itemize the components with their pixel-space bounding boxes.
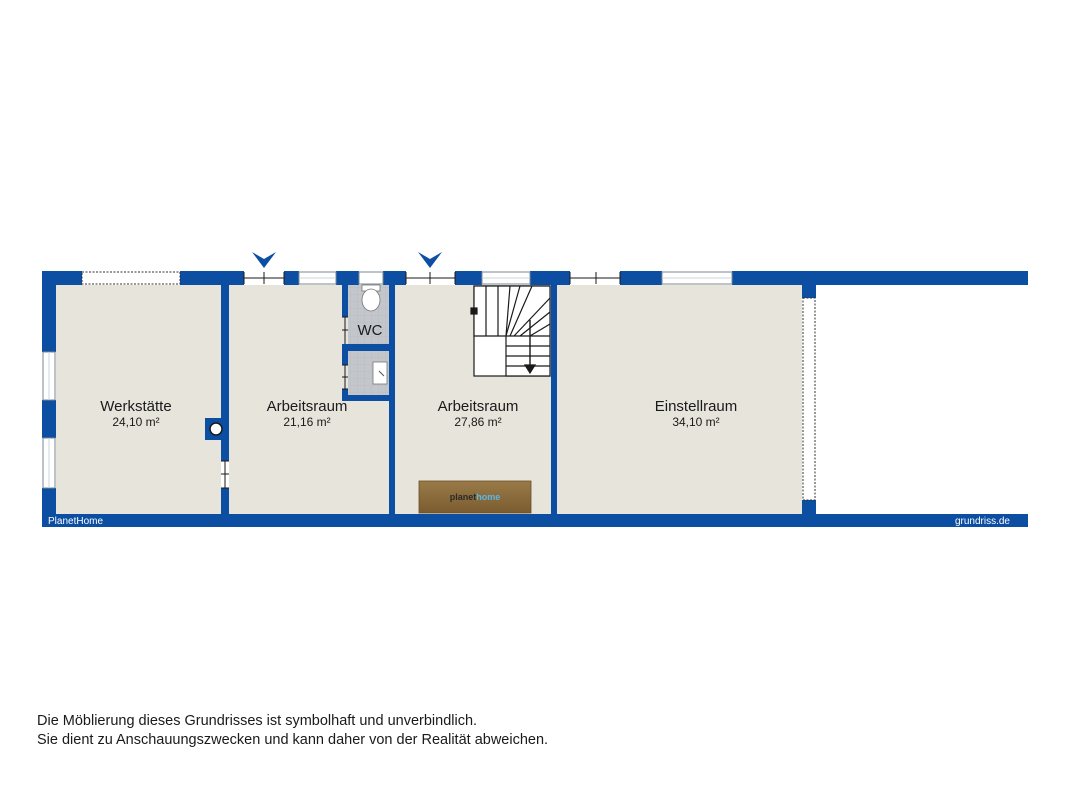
entrance-arrow-icon (418, 252, 442, 268)
room-name: Arbeitsraum (267, 398, 348, 415)
room-name: Einstellraum (655, 398, 738, 415)
room-area: 27,86 m² (454, 415, 501, 429)
svg-text:planethome: planethome (450, 492, 501, 502)
logo-text-b: home (476, 492, 500, 502)
disclaimer-line-1: Die Möblierung dieses Grundrisses ist sy… (37, 713, 478, 729)
room-area: 21,16 m² (283, 415, 330, 429)
door-einstellraum-sliding (802, 297, 816, 501)
toilet-icon (361, 284, 381, 312)
window-wc-top (358, 271, 384, 285)
footer-right-label: grundriss.de (955, 516, 1010, 527)
room-area: 34,10 m² (672, 415, 719, 429)
staircase-icon (470, 285, 551, 377)
floor-werkstaette (56, 285, 221, 514)
sink-icon (372, 361, 388, 385)
room-name: Werkstätte (100, 398, 171, 415)
room-labels: Werkstätte 24,10 m² Arbeitsraum 21,16 m²… (100, 322, 737, 429)
room-area: 24,10 m² (112, 415, 159, 429)
footer-left-label: PlanetHome (48, 516, 103, 527)
walls (42, 271, 1028, 527)
entrance-arrow-icon (252, 252, 276, 268)
disclaimer-line-2: Sie dient zu Anschauungszwecken und kann… (37, 732, 549, 748)
planethome-logo: planethome (418, 480, 532, 514)
disclaimer: Die Möblierung dieses Grundrisses ist sy… (37, 712, 837, 750)
floor-einstellraum (557, 285, 802, 514)
chimney-icon (209, 422, 223, 436)
door-openings (221, 272, 621, 489)
room-name: Arbeitsraum (438, 398, 519, 415)
wc-label: WC (358, 322, 383, 339)
logo-text-a: planet (450, 492, 477, 502)
window-werkstaette-top (81, 271, 181, 285)
